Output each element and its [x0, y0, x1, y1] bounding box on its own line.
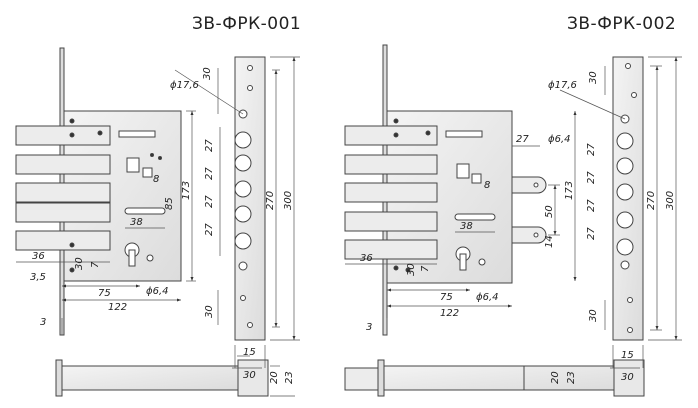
- lock-2-bottom-profile: [383, 365, 615, 391]
- lock-2-bolt-5: [344, 239, 438, 260]
- dim-2-27d: 27: [586, 227, 597, 240]
- lock-1-screw-hole: [146, 254, 154, 262]
- dim-2-27-horizontal: 27: [516, 134, 529, 145]
- dim-1-30-top: 30: [202, 67, 213, 80]
- dim-1-27a: 27: [204, 139, 215, 152]
- dim-1-8: 8: [153, 174, 159, 185]
- dim-1-30-left: 30: [74, 257, 85, 270]
- lock-1-bolt-1: [15, 125, 111, 146]
- dim-2-diameter-6-4: ϕ6,4: [476, 292, 499, 303]
- dim-1-27d: 27: [204, 223, 215, 236]
- lock-1-bolt-4: [15, 202, 111, 223]
- dim-1-75: 75: [98, 288, 111, 299]
- dim-1-3-5: 3,5: [30, 272, 46, 283]
- lock-2-latch-bottom: [511, 226, 547, 244]
- dim-2-14: 14: [544, 235, 555, 248]
- dim-2-20: 20: [550, 371, 561, 384]
- lock-1-drawing: [15, 47, 300, 397]
- lock-2-latch-top: [511, 176, 547, 194]
- dim-2-7: 7: [420, 265, 431, 272]
- dim-1-38: 38: [130, 217, 143, 228]
- dim-2-30-left: 30: [406, 263, 417, 276]
- dim-1-36: 36: [32, 251, 45, 262]
- dim-1-diameter-17-6: ϕ17,6: [170, 80, 199, 91]
- dim-1-diameter-6-4: ϕ6,4: [146, 286, 169, 297]
- lock-1-square-8: [142, 167, 153, 178]
- dim-2-30-bottom: 30: [621, 372, 634, 383]
- dim-2-300: 300: [665, 191, 676, 210]
- lock-1-dimension-labels: 30 ϕ17,6 27 27 27 27 270 300 173 85 8 38…: [30, 67, 295, 384]
- dim-1-122: 122: [108, 302, 127, 313]
- title-model-1: ЗВ-ФРК-001: [192, 14, 302, 34]
- dim-1-27b: 27: [204, 167, 215, 180]
- dim-2-36: 36: [360, 253, 373, 264]
- dim-2-27c: 27: [586, 199, 597, 212]
- lock-1-faceplate: [234, 56, 266, 341]
- lock-1-long-slot: [124, 207, 166, 215]
- lock-1-bolt-2: [15, 154, 111, 175]
- lock-2-bolt-3: [344, 182, 438, 203]
- lock-1-bolt-3: [15, 182, 111, 203]
- dim-2-diameter-17-6: ϕ17,6: [548, 80, 577, 91]
- dim-1-270: 270: [265, 191, 276, 210]
- dim-2-27b: 27: [586, 171, 597, 184]
- dim-1-30-bottom: 30: [243, 370, 256, 381]
- dim-1-85: 85: [164, 197, 175, 210]
- lock-1-bottom-profile: [61, 365, 239, 391]
- dim-1-30-bot: 30: [204, 305, 215, 318]
- dim-2-15: 15: [621, 350, 634, 361]
- dim-1-300: 300: [283, 191, 294, 210]
- lock-2-bolt-1: [344, 125, 438, 146]
- dim-2-30-top: 30: [588, 71, 599, 84]
- lock-1-bolt-5: [15, 230, 111, 251]
- dim-1-23: 23: [284, 371, 295, 384]
- dim-1-27c: 27: [204, 195, 215, 208]
- lock-1-spindle-hole: [126, 157, 140, 173]
- dim-2-27a: 27: [586, 143, 597, 156]
- lock-2-dimension-labels: 30 ϕ17,6 27 27 27 27 270 300 173 27 ϕ6,4…: [360, 71, 676, 384]
- dim-2-3: 3: [366, 322, 372, 333]
- lock-1-top-slot: [118, 130, 156, 138]
- dim-2-75: 75: [440, 292, 453, 303]
- dim-2-270: 270: [646, 191, 657, 210]
- dim-1-7: 7: [90, 261, 101, 268]
- dim-2-23: 23: [566, 371, 577, 384]
- lock-2-drawing: [344, 44, 682, 397]
- dim-2-122: 122: [440, 308, 459, 319]
- dim-2-173: 173: [564, 181, 575, 200]
- lock-1-cylinder-slot: [128, 249, 136, 267]
- dim-1-20: 20: [269, 371, 280, 384]
- dim-1-15: 15: [243, 347, 256, 358]
- dim-2-30-bot: 30: [588, 309, 599, 322]
- dim-2-diameter-6-4-top: ϕ6,4: [548, 134, 571, 145]
- dim-2-50: 50: [544, 205, 555, 218]
- dim-1-173: 173: [181, 181, 192, 200]
- dim-1-3: 3: [40, 317, 46, 328]
- dim-2-8: 8: [484, 180, 490, 191]
- dim-2-38: 38: [460, 221, 473, 232]
- title-model-2: ЗВ-ФРК-002: [567, 14, 677, 34]
- lock-2-bolt-2: [344, 154, 438, 175]
- lock-2-bolt-4: [344, 211, 438, 232]
